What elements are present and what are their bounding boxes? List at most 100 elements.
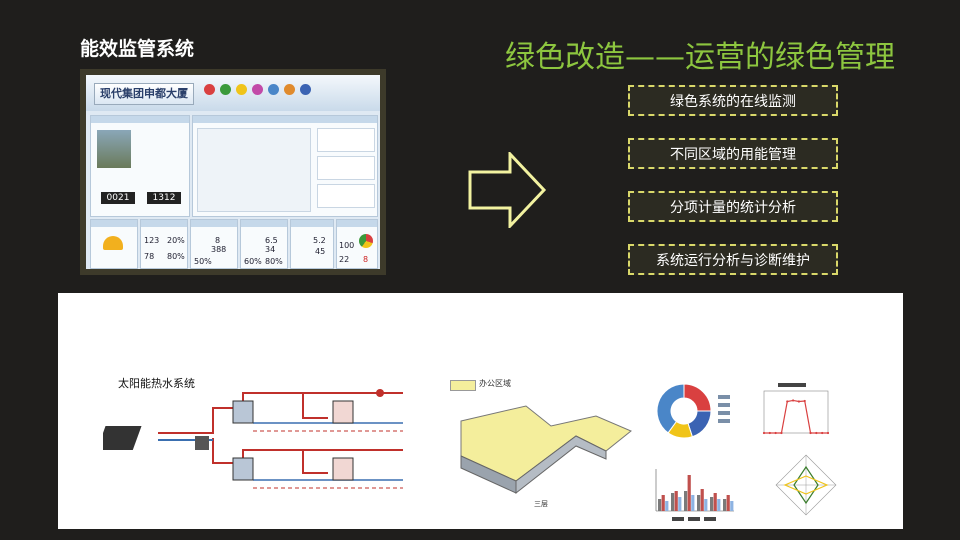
gauge-card [317,128,375,152]
metric-value: 8 [215,236,221,245]
bar [687,475,691,511]
radar-chart [775,454,837,516]
toolbar-icon [284,84,295,95]
chart-title-bar [778,383,806,387]
building-name: 现代集团申都大厦 [94,83,194,105]
metric-value: 80% [167,252,185,261]
feature-tag-diagnosis: 系统运行分析与诊断维护 [628,244,838,275]
bar [684,491,688,511]
bar-chart [655,469,734,521]
bar [691,495,695,511]
metric-value: 100 [339,241,355,250]
data-point [826,431,830,435]
bar [658,499,662,511]
floor-label: 三层 [534,500,548,508]
solar-hot-water-diagram [103,389,403,489]
metric-panel: 123 20% 78 80% [140,219,188,269]
system-screenshot: 现代集团申都大厦 0021 1312 123 [80,69,386,275]
pie-chart [656,383,730,439]
chart-panel [192,115,378,217]
data-point [786,400,789,403]
bar [717,499,721,511]
valve-icon [376,389,384,397]
metric-value: 5.2 [313,236,326,245]
metric-value: 6.5 [265,236,278,245]
water-tank [232,400,254,424]
toolbar-icon [268,84,279,95]
data-point [780,431,783,435]
water-tank [332,400,354,424]
sun-icon [103,236,123,250]
feature-tag-metering-analysis: 分项计量的统计分析 [628,191,838,222]
bar [730,501,734,511]
bar [726,495,730,511]
feature-tag-online-monitoring: 绿色系统的在线监测 [628,85,838,116]
gauge-card [317,156,375,180]
plot-frame [763,390,829,434]
counter-display: 1312 [147,192,181,204]
illustration-panel: 太阳能热水系统 办公区域 三层 [58,293,903,529]
metric-panel: 6.5 34 60% 80% [240,219,288,269]
data-point [797,400,801,403]
solar-diagram-title: 太阳能热水系统 [118,377,195,390]
counter-display: 0021 [101,192,135,204]
legend-label-office: 办公区域 [479,379,511,388]
line-chart [762,383,830,435]
pie-slice [683,383,712,412]
pie-slice [656,383,685,434]
toolbar-icon [252,84,263,95]
metric-value: 80% [265,257,283,266]
metric-value: 388 [211,245,227,254]
screenshot-header: 现代集团申都大厦 [86,75,380,111]
feature-tag-zone-energy: 不同区域的用能管理 [628,138,838,169]
bar [678,497,682,511]
hot-pipe [158,392,403,434]
bar [700,489,704,511]
legend-item [688,517,700,521]
toolbar-icon [300,84,311,95]
metric-value: 123 [144,236,160,245]
metric-value: 50% [194,257,212,266]
data-point [803,399,806,403]
solar-panel [103,426,142,450]
screenshot-content: 现代集团申都大厦 0021 1312 123 [86,75,380,269]
weather-panel [90,219,138,269]
radar-series [783,475,829,495]
metric-value: 8 [363,255,369,264]
pump [195,436,209,450]
bar [674,491,678,511]
section-title-energy-system: 能效监管系统 [80,38,195,60]
legend-item [718,403,730,407]
series-line [764,399,828,434]
legend-item [672,517,684,521]
bar [710,497,714,511]
return-pipe [253,430,403,489]
gauge-icon [359,234,373,248]
bar [723,499,727,511]
bar [697,495,701,511]
data-point [762,431,766,435]
metric-value: 34 [265,245,276,254]
legend-swatch-office [450,380,476,391]
data-point [774,431,777,435]
metric-panel: 100 22 8 [336,219,378,269]
bar [713,493,717,511]
data-point [821,431,824,435]
water-tank [232,457,254,481]
legend-item [704,517,716,521]
bar [661,495,665,511]
metric-value: 60% [244,257,262,266]
data-point [768,431,771,435]
metric-panel: 8 388 50% [190,219,238,269]
cold-pipe [253,422,403,481]
bar [704,499,708,511]
metric-value: 45 [315,247,326,256]
legend-item [718,411,730,415]
toolbar-icon [236,84,247,95]
building-wall [515,435,607,495]
toolbar-icon [220,84,231,95]
water-tank [332,457,354,481]
metric-panel: 5.2 45 [290,219,334,269]
data-point [809,431,812,435]
building-panel: 0021 1312 [90,115,190,217]
